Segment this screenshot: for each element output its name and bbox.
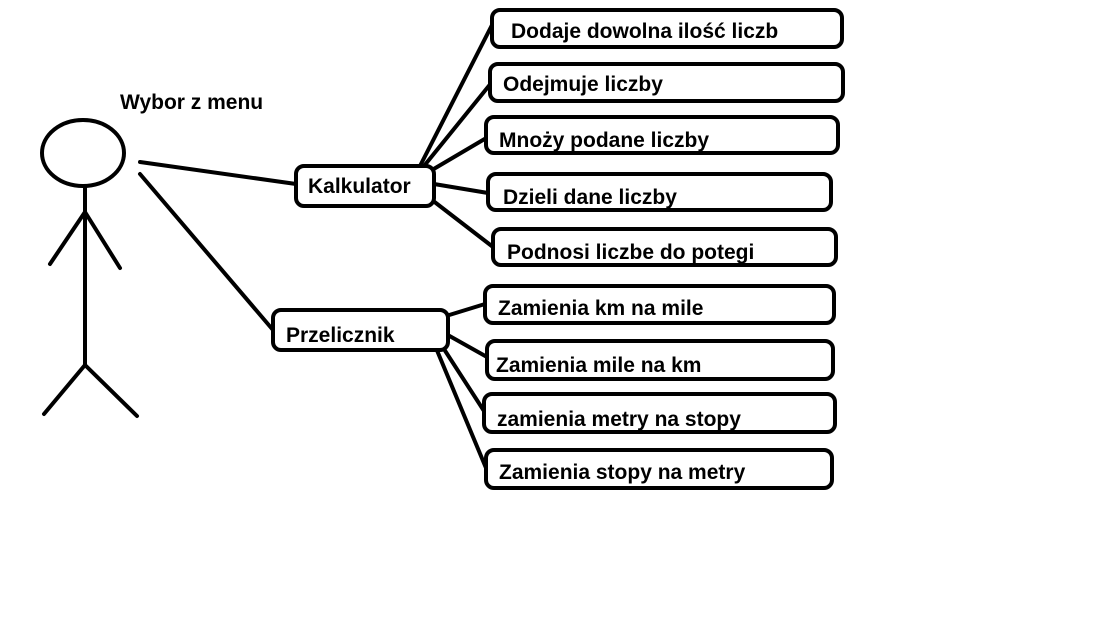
link-actor-kalkulator [138,160,298,186]
link-kalk-fn-3 [430,135,490,172]
function-label: Podnosi liczbe do potegi [507,241,755,264]
function-box-kalk-1 [490,8,844,49]
link-kalk-fn-4 [432,182,490,195]
link-przel-fn-2 [444,332,489,359]
actor-arm-right [83,210,122,270]
link-przel-fn-4 [434,346,488,470]
function-box-przel-3 [482,392,837,434]
link-kalk-fn-1 [418,23,494,168]
function-label: Zamienia mile na km [496,354,702,377]
use-case-przelicznik-box [271,308,450,352]
function-label: Mnoży podane liczby [499,129,710,152]
actor-head [40,118,126,188]
function-label: Dzieli dane liczby [503,186,677,209]
link-przel-fn-1 [444,302,487,318]
use-case-kalkulator-label: Kalkulator [308,175,411,198]
function-label: Odejmuje liczby [503,73,663,96]
actor-leg-right [83,363,139,418]
use-case-przelicznik-label: Przelicznik [286,324,395,347]
function-label: Dodaje dowolna ilość liczb [511,20,779,43]
function-box-kalk-3 [484,115,840,155]
use-case-kalkulator-box [294,164,436,208]
actor-figure [40,118,139,418]
function-label: Zamienia km na mile [498,297,704,320]
function-box-przel-1 [483,284,836,325]
function-box-kalk-2 [488,62,845,103]
actor-leg-left [42,363,87,416]
actor-label: Wybor z menu [120,91,264,114]
function-box-kalk-5 [491,227,838,267]
link-kalk-fn-2 [422,80,494,168]
link-kalk-fn-5 [430,198,495,249]
function-box-przel-4 [484,448,834,490]
link-actor-przelicznik [138,172,275,332]
function-label: Zamienia stopy na metry [499,461,746,484]
function-label: zamienia metry na stopy [497,408,741,431]
link-przel-fn-3 [440,344,486,413]
actor-arm-left [48,210,87,266]
function-box-przel-2 [485,339,835,381]
function-box-kalk-4 [486,172,833,212]
